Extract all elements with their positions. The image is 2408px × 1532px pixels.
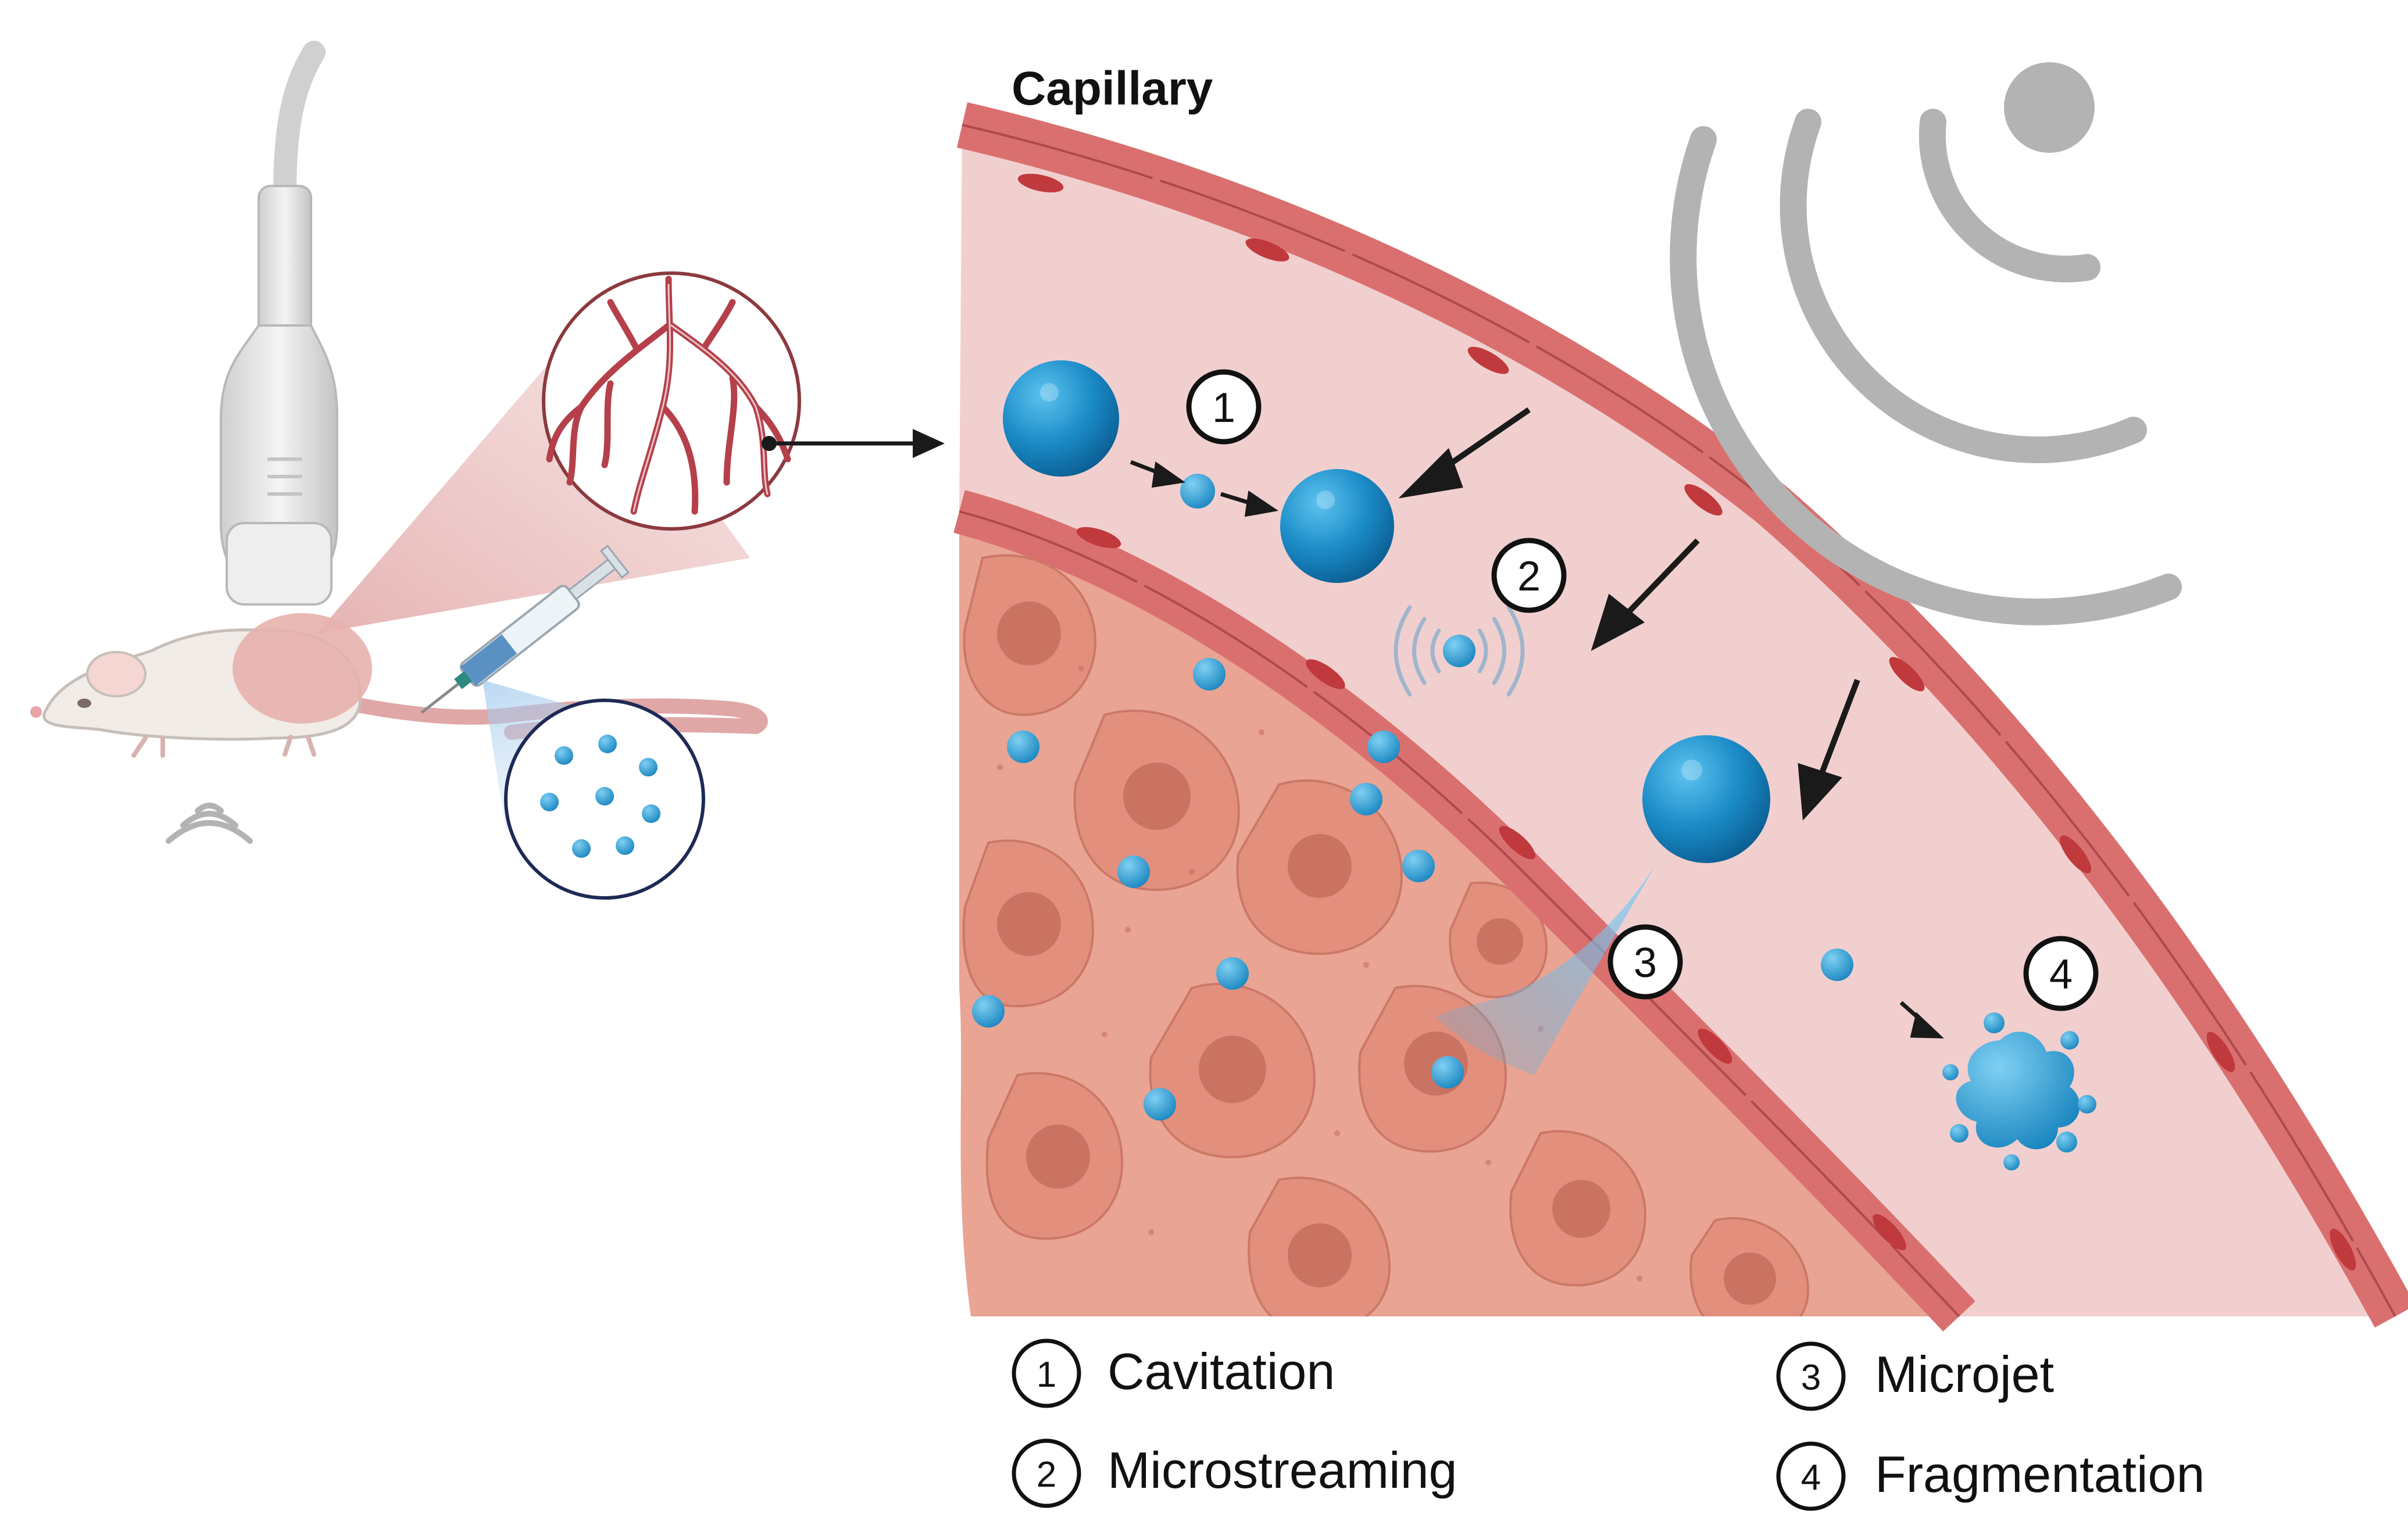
mouse-icon (30, 613, 768, 758)
legend-number: 1 (1037, 1355, 1056, 1395)
legend-number: 4 (1801, 1458, 1821, 1498)
magnify-arrow (762, 429, 945, 458)
marker-3: 3 (1607, 924, 1683, 1000)
legend-number: 3 (1801, 1358, 1821, 1398)
microstreaming-waves (1394, 605, 1525, 697)
marker-1: 1 (1186, 369, 1262, 445)
magnification-cone (317, 325, 750, 633)
legend-label: Microstreaming (1107, 1441, 1457, 1499)
cavitation-arrows (1130, 460, 1945, 1039)
legend-item-microjet: 3 Microjet (1776, 1341, 2054, 1411)
marker-number: 3 (1634, 940, 1657, 986)
microjet (1436, 843, 1669, 1075)
legend-item-cavitation: 1 Cavitation (1012, 1338, 1335, 1408)
legend-label: Microjet (1875, 1345, 2054, 1403)
marker-number: 2 (1517, 553, 1541, 600)
legend-number: 2 (1037, 1455, 1056, 1495)
marker-4: 4 (2023, 936, 2099, 1011)
legend: 1 Cavitation 2 Microstreaming 3 Microjet… (1012, 1338, 2205, 1511)
legend-item-fragmentation: 4 Fragmentation (1776, 1441, 2205, 1511)
legend-label: Cavitation (1107, 1343, 1335, 1400)
extravasated-bubbles (972, 658, 1464, 1121)
inner-endothelium (953, 490, 1975, 1331)
syringe-icon (420, 545, 630, 714)
marker-number: 1 (1212, 385, 1235, 431)
tissue-region (959, 511, 1959, 1316)
legend-item-microstreaming: 2 Microstreaming (1012, 1438, 1457, 1508)
marker-2: 2 (1491, 538, 1567, 613)
capillary-lumen (959, 125, 2395, 1316)
microbubble-suspension-icon (504, 699, 705, 900)
ultrasound-probe-icon (220, 41, 338, 606)
legend-label: Fragmentation (1875, 1445, 2205, 1503)
fragmented-bubble-icon (1942, 1012, 2096, 1171)
ultrasound-force-arrows (1398, 407, 1860, 821)
capillary-network-icon (542, 271, 801, 531)
ultrasound-waves-icon (166, 803, 253, 844)
ultrasound-waves-icon (1670, 62, 2182, 625)
marker-number: 4 (2049, 951, 2073, 998)
diagram-title: Capillary (1012, 62, 1213, 115)
microbubble-icon (1003, 360, 1853, 981)
